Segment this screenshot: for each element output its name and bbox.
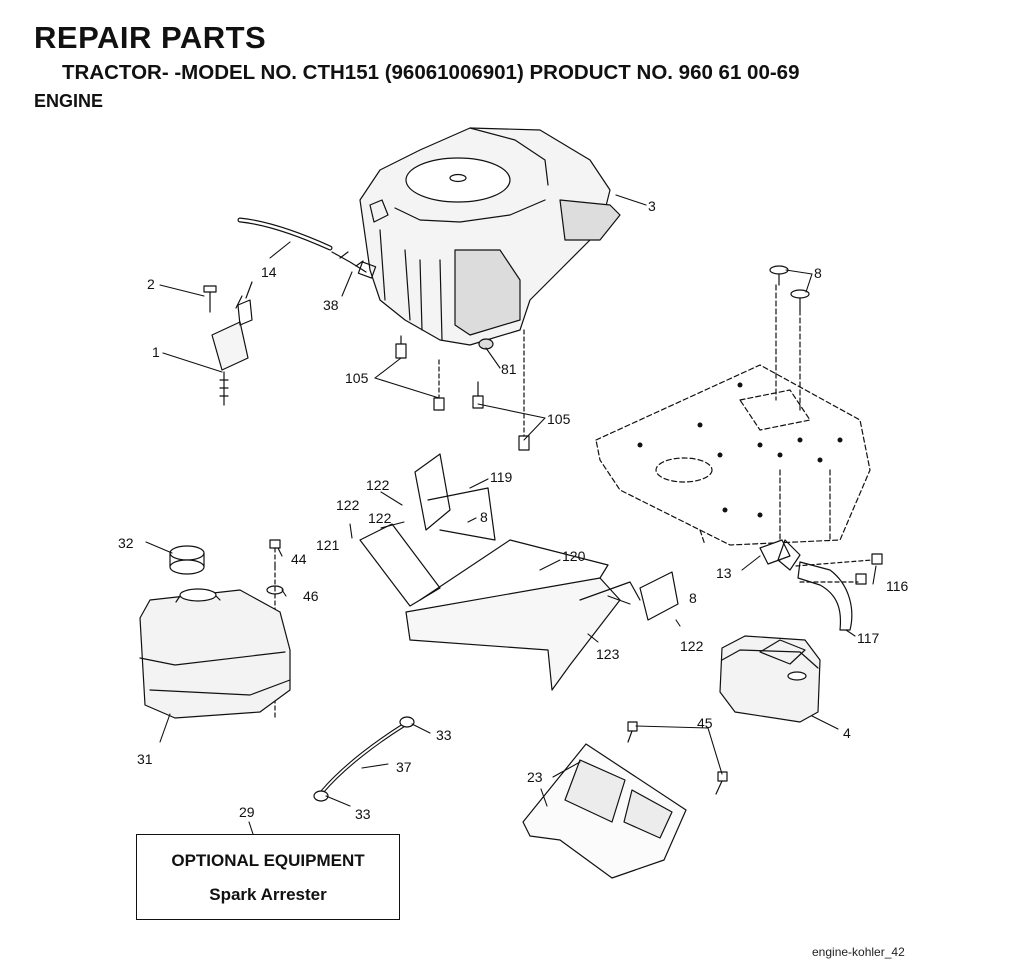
label-bolt-122b: 122 [336,497,360,513]
fuel-tank-drawing [139,588,291,719]
label-nut-121: 121 [316,537,340,553]
optional-equipment-box: OPTIONAL EQUIPMENT Spark Arrester [136,834,400,920]
label-bolt-122c: 122 [368,510,392,526]
label-optional-29: 29 [239,804,255,820]
label-clamp-33b: 33 [355,806,371,822]
optional-equipment-title: OPTIONAL EQUIPMENT [171,851,365,870]
optional-equipment-item: Spark Arrester [209,885,327,904]
section-heading: ENGINE [34,91,104,111]
callout-labels: 3 14 2 1 38 105 81 105 8 122 122 122 119… [118,198,909,822]
engine-bolts-drawing [395,329,530,451]
label-spacer-81: 81 [501,361,517,377]
knobs-drawing [769,265,810,311]
label-bolt-105a: 105 [345,370,369,386]
label-nut-116: 116 [886,578,909,594]
label-bolt-122a: 122 [366,477,390,493]
fuel-hose-upper-drawing [237,217,377,279]
label-screw-44: 44 [291,551,307,567]
label-fuel-hose-upper: 14 [261,264,277,280]
label-bolt-123: 123 [596,646,620,662]
label-gasket-13: 13 [716,565,732,581]
leader-lines [145,194,877,835]
label-shield-119: 119 [490,469,513,485]
label-fuel-cap: 32 [118,535,134,551]
label-knob-8c: 8 [689,590,697,606]
page-title: REPAIR PARTS [34,20,267,55]
label-knob-8a: 8 [814,265,822,281]
frame-holes [637,382,843,518]
label-bracket-120: 120 [562,548,586,564]
muffler-drawing [719,539,883,723]
label-knob-8b: 8 [480,509,488,525]
label-bolt-2: 2 [147,276,155,292]
fuel-cap-drawing [169,545,205,575]
label-screw-45: 45 [697,715,713,731]
label-fuel-line-37: 37 [396,759,412,775]
label-clamp-33a: 33 [436,727,452,743]
engine-drawing [359,127,621,346]
label-muffler: 4 [843,725,851,741]
model-subtitle: TRACTOR- -MODEL NO. CTH151 (96061006901)… [62,61,800,84]
label-fuel-tank: 31 [137,751,153,767]
label-control-bracket: 1 [152,344,160,360]
label-bolt-105b: 105 [547,411,571,427]
engine-mount-drawing [359,453,679,691]
fuel-line-drawing [313,716,415,802]
label-washer-46: 46 [303,588,319,604]
heat-shield-drawing [522,721,728,879]
label-heat-shield: 23 [527,769,543,785]
control-bracket-drawing [203,281,253,406]
tractor-frame-drawing [595,284,871,561]
label-engine: 3 [648,198,656,214]
label-bolt-122d: 122 [680,638,704,654]
label-pipe-117: 117 [857,630,880,646]
label-clamp-38: 38 [323,297,339,313]
diagram-code: engine-kohler_42 [812,945,905,959]
